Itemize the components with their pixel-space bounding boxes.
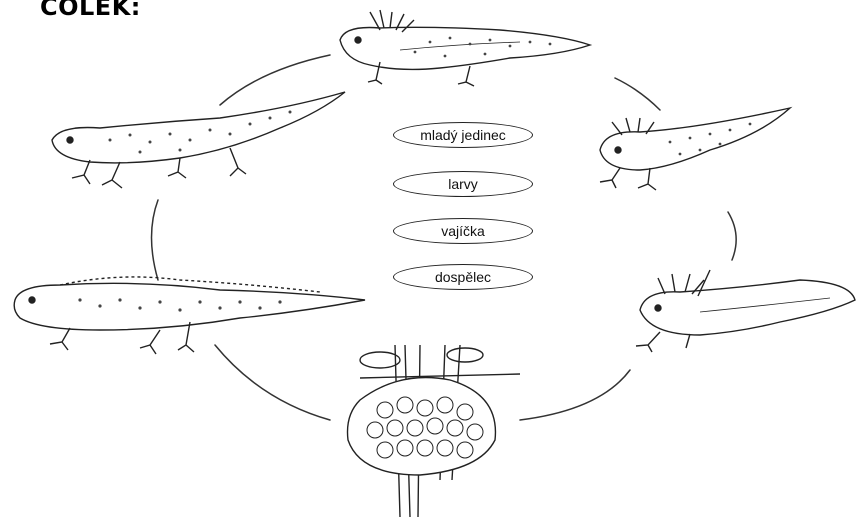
label-eggs[interactable]: vajíčka	[393, 218, 533, 244]
label-larvae[interactable]: larvy	[393, 171, 533, 197]
arc-top-left	[220, 55, 330, 105]
label-adult[interactable]: dospělec	[393, 264, 533, 290]
arc-left	[152, 200, 159, 280]
arc-top-right	[615, 78, 660, 110]
label-young-newt-text: mladý jedinec	[420, 127, 506, 143]
young-newt-icon	[52, 92, 345, 188]
arc-bottom-right	[520, 370, 630, 420]
arc-bottom-left	[215, 345, 330, 420]
label-young-newt[interactable]: mladý jedinec	[393, 122, 533, 148]
newt-larva-right-icon	[600, 108, 790, 190]
label-larvae-text: larvy	[448, 176, 478, 192]
newt-larva-top-icon	[340, 10, 590, 86]
label-adult-text: dospělec	[435, 269, 491, 285]
newt-eggs-icon	[348, 345, 521, 517]
label-eggs-text: vajíčka	[441, 223, 485, 239]
adult-newt-left-icon	[14, 277, 365, 354]
newt-tadpole-right-icon	[636, 270, 855, 352]
arc-right	[728, 212, 736, 260]
